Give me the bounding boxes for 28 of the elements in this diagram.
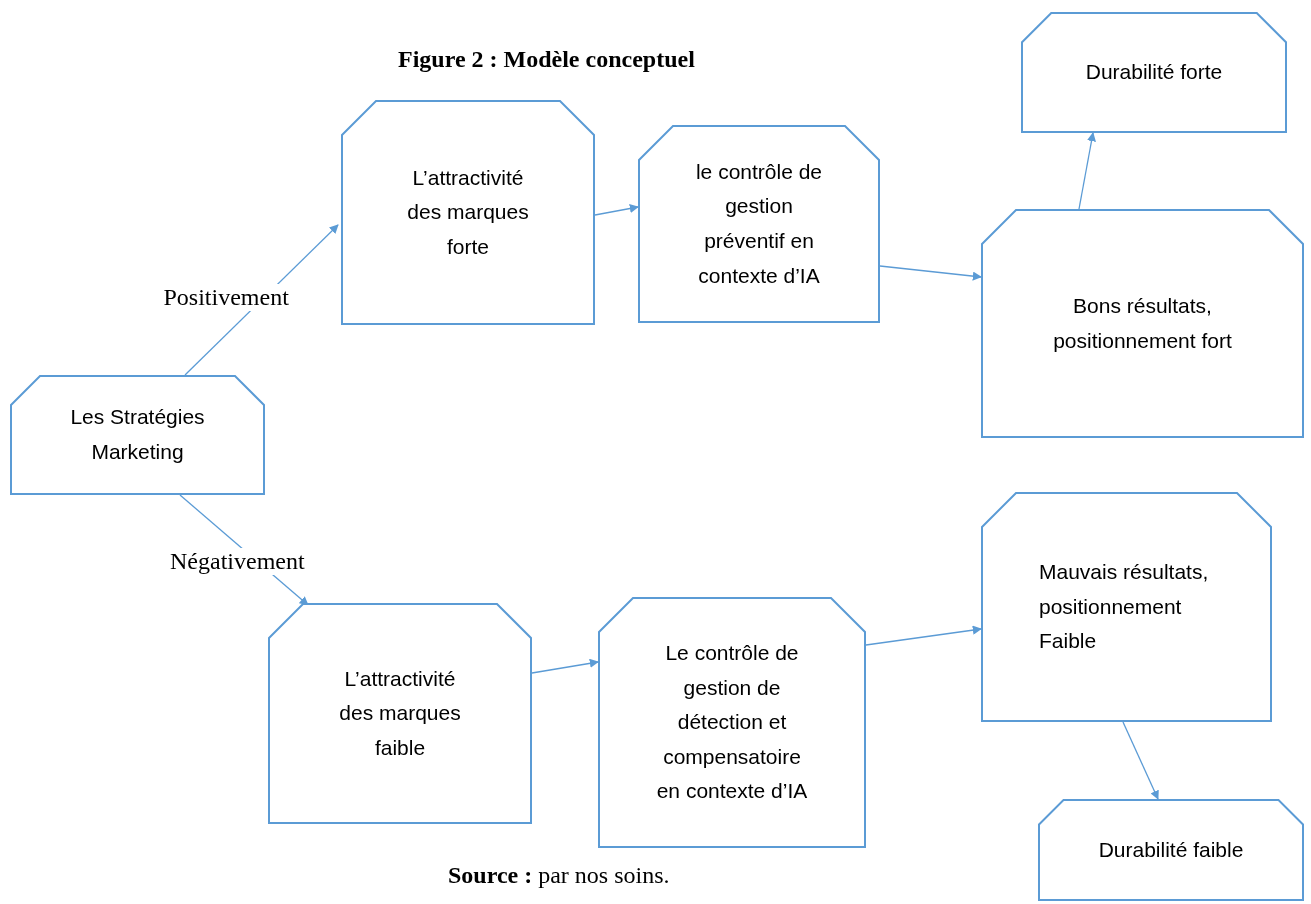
process-box <box>268 603 532 824</box>
arrow <box>531 658 599 674</box>
box-text: Durabilité forte <box>1084 59 1224 86</box>
process-box <box>981 492 1272 722</box>
process-box <box>10 375 265 495</box>
edge-label: Positivement <box>161 284 291 311</box>
edge-label: Négativement <box>168 548 307 575</box>
process-box <box>638 125 880 323</box>
process-box <box>1021 12 1287 133</box>
arrow <box>594 204 639 216</box>
figure-title: Figure 2 : Modèle conceptuel <box>398 46 695 73</box>
box-text: Durabilité faible <box>1097 836 1245 863</box>
arrow <box>1122 721 1159 800</box>
arrow <box>865 625 982 646</box>
arrow <box>1078 132 1096 210</box>
arrow <box>879 265 982 281</box>
source-caption: Source : par nos soins. <box>448 862 670 889</box>
process-box <box>1038 799 1304 901</box>
process-box <box>341 100 595 325</box>
process-box <box>598 597 866 848</box>
box-text: L’attractivité des marques forte <box>406 164 530 260</box>
box-text: Le contrôle de gestion de détection et compensatoire en contexte d’IA <box>655 639 809 805</box>
box-text: Les Stratégies Marketing <box>69 404 206 465</box>
process-box <box>981 209 1304 438</box>
box-text: L’attractivité des marques faible <box>338 665 462 761</box>
box-text: Mauvais résultats, positionnement Faible <box>1039 559 1210 655</box>
box-text: Bons résultats, positionnement fort <box>1052 292 1233 354</box>
box-text: le contrôle de gestion préventif en contexte d’IA <box>694 158 824 289</box>
